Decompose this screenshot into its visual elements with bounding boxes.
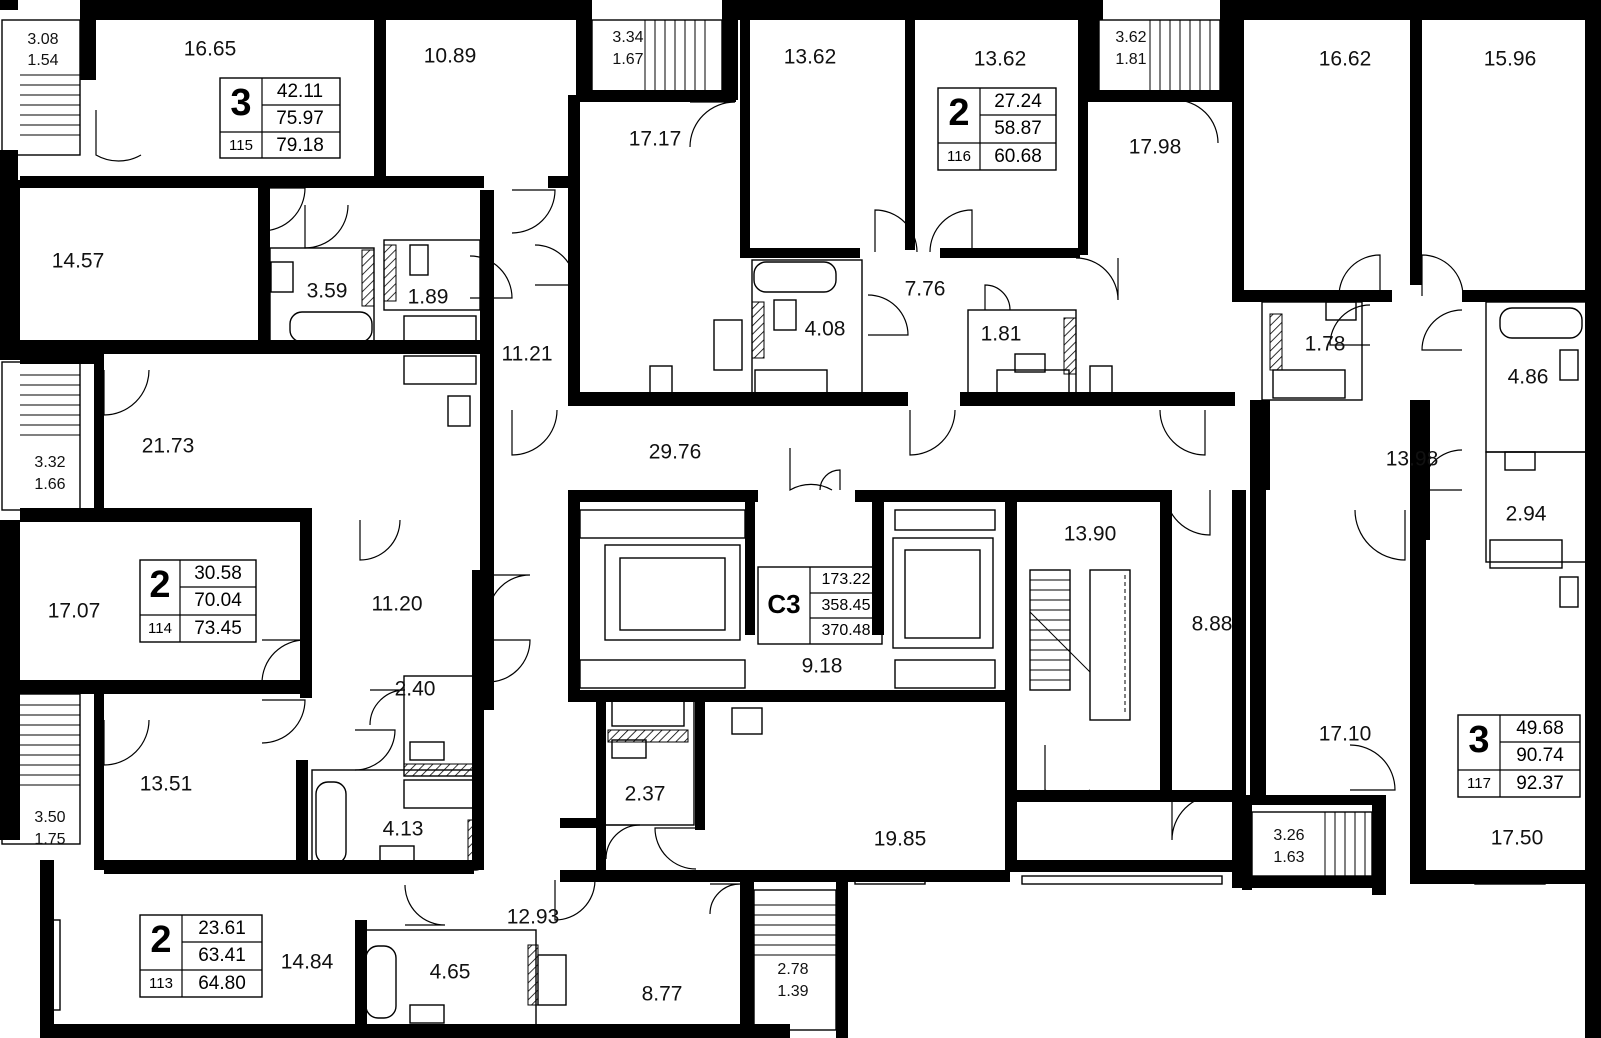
balcony-area: 1.63	[1273, 849, 1304, 866]
room-labels: 16.65 10.89 17.17 13.62 13.62 17.98 16.6…	[48, 38, 1549, 1006]
room-area: 19.85	[874, 828, 927, 851]
living-area: 27.24	[994, 91, 1042, 112]
balcony-length: 3.50	[34, 809, 65, 826]
room-area: 16.62	[1319, 48, 1372, 71]
room-area: 1.78	[1305, 333, 1346, 356]
room-area: 8.88	[1192, 613, 1233, 636]
living-area: 49.68	[1516, 718, 1564, 739]
room-area: 15.96	[1484, 48, 1537, 71]
room-count: 3	[230, 82, 251, 124]
room-area: 13.62	[784, 46, 837, 69]
room-area: 4.08	[805, 318, 846, 341]
balcony-area: 1.54	[27, 52, 58, 69]
balcony-labels: 3.08 1.54 3.34 1.67 3.62 1.81 3.32 1.66 …	[27, 29, 1304, 1000]
room-area: 1.81	[981, 323, 1022, 346]
room-area: 3.59	[307, 280, 348, 303]
room-area: 17.50	[1491, 827, 1544, 850]
room-area: 10.89	[424, 45, 477, 68]
room-count: 2	[948, 92, 969, 134]
balcony-length: 3.08	[27, 31, 58, 48]
apartment-info-115: 3 42.11 75.97 115 79.18	[219, 77, 341, 159]
room-area: 14.84	[281, 951, 334, 974]
room-area: 17.07	[48, 600, 101, 623]
total-area-with-balcony: 64.80	[198, 973, 246, 994]
room-area: 29.76	[649, 441, 702, 464]
balcony-area: 1.66	[34, 476, 65, 493]
total-area: 70.04	[194, 590, 242, 611]
room-area: 13.62	[974, 48, 1027, 71]
room-area: 11.20	[372, 593, 423, 616]
common-area-label: С3	[767, 589, 800, 619]
room-count: 3	[1468, 719, 1489, 761]
apartment-number: 115	[229, 137, 253, 154]
balcony-length: 3.26	[1273, 827, 1304, 844]
doors	[95, 99, 1464, 926]
room-area: 14.57	[52, 250, 105, 273]
total-area: 90.74	[1516, 745, 1564, 766]
total-area-with-balcony: 73.45	[194, 618, 242, 639]
room-area: 17.17	[629, 128, 682, 151]
total-area: 58.87	[994, 118, 1042, 139]
total-area-with-balcony: 79.18	[276, 135, 324, 156]
common-area-info: С3 173.22 358.45 370.48	[767, 571, 870, 639]
living-area: 42.11	[277, 81, 323, 102]
room-area: 2.94	[1506, 503, 1547, 526]
room-area: 11.21	[502, 343, 553, 366]
common-area-value: 370.48	[822, 622, 871, 639]
balcony-length: 2.78	[777, 961, 808, 978]
balcony-area: 1.75	[34, 831, 65, 848]
living-area: 30.58	[194, 563, 242, 584]
total-area-with-balcony: 60.68	[994, 146, 1042, 167]
room-area: 4.65	[430, 961, 471, 984]
room-area: 9.18	[802, 655, 843, 678]
room-area: 2.37	[625, 783, 666, 806]
living-area: 23.61	[198, 918, 246, 939]
thin-details	[1, 3, 1587, 1031]
balcony-area: 1.67	[612, 51, 643, 68]
apartment-info-117: 3 49.68 90.74 117 92.37	[1457, 714, 1581, 798]
balcony-length: 3.62	[1115, 29, 1146, 46]
balcony-area: 1.81	[1115, 51, 1146, 68]
room-area: 17.98	[1129, 136, 1182, 159]
room-area: 13.98	[1386, 448, 1439, 471]
room-area: 8.77	[642, 983, 683, 1006]
room-area: 4.13	[383, 818, 424, 841]
apartment-number: 116	[947, 148, 971, 165]
room-area: 21.73	[142, 435, 195, 458]
room-count: 2	[149, 564, 170, 606]
room-area: 4.86	[1508, 366, 1549, 389]
total-area: 75.97	[276, 108, 324, 129]
apartment-info-113: 2 23.61 63.41 113 64.80	[139, 914, 263, 998]
total-area-with-balcony: 92.37	[1516, 773, 1564, 794]
room-area: 13.51	[140, 773, 193, 796]
common-area-value: 358.45	[822, 597, 871, 614]
apartment-number: 114	[148, 620, 172, 637]
room-area: 7.76	[905, 278, 946, 301]
room-area: 1.89	[408, 286, 449, 309]
apartment-info-114: 2 30.58 70.04 114 73.45	[139, 559, 257, 643]
balcony-length: 3.32	[34, 454, 65, 471]
common-area-value: 173.22	[822, 571, 871, 588]
apartment-number: 117	[1467, 775, 1491, 792]
apartment-number: 113	[149, 975, 173, 992]
room-area: 13.90	[1064, 523, 1117, 546]
balcony-area: 1.39	[777, 983, 808, 1000]
room-area: 17.10	[1319, 723, 1372, 746]
room-count: 2	[150, 919, 171, 961]
room-area: 2.40	[395, 678, 436, 701]
room-area: 16.65	[184, 38, 237, 61]
balcony-length: 3.34	[612, 29, 643, 46]
total-area: 63.41	[198, 945, 246, 966]
room-area: 12.93	[507, 906, 560, 929]
apartment-info-116: 2 27.24 58.87 116 60.68	[937, 87, 1057, 171]
